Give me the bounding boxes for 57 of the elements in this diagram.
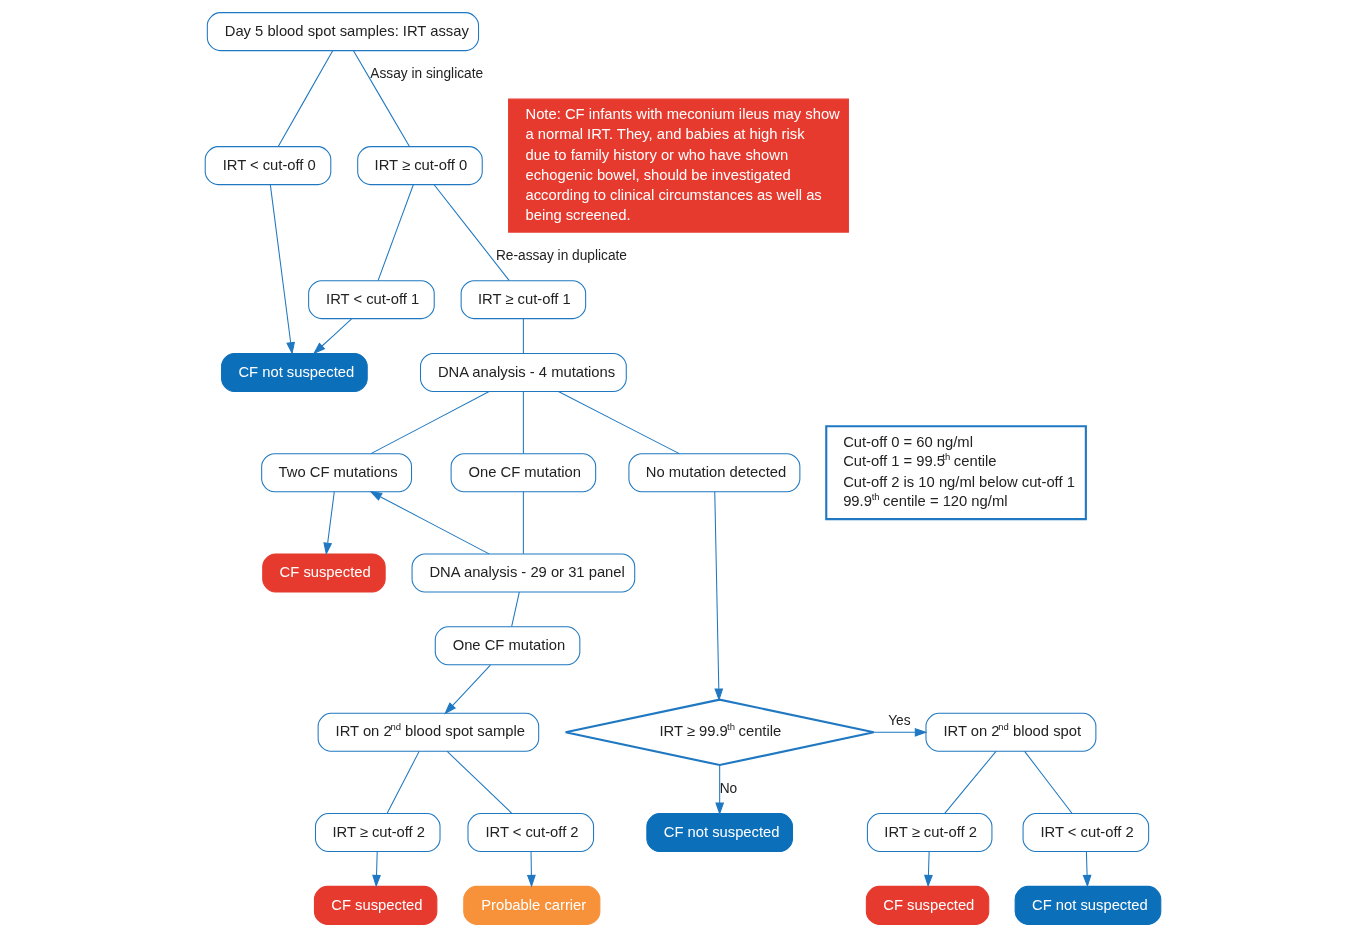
node-diamond: IRT ≥ 99.9$^{th}$ centile	[564, 698, 875, 767]
node-box: CF not suspected	[646, 813, 793, 853]
node-box: Day 5 blood spot samples: IRT assay	[206, 12, 480, 52]
node-box: One CF mutation	[450, 453, 597, 493]
node-box: IRT ≥ cut-off 0	[357, 146, 483, 186]
node-box: One CF mutation	[434, 626, 581, 666]
connector	[352, 50, 410, 147]
node-box: CF not suspected	[1014, 885, 1162, 925]
edge-label: Assay in singlicate	[370, 66, 484, 82]
edge-label: No	[719, 780, 738, 796]
arrow	[313, 318, 353, 355]
arrow	[714, 491, 724, 702]
node-box: Cut-off 0 = 60 ng/ml Cut-off 1 = 99.5$^{th}$ centile Cut-off 2 is 10 ng/ml below cut-off 1 99.9$^{th}$ centile = 120 ng/ml	[825, 425, 1087, 521]
connector	[1024, 750, 1073, 814]
edge-label: Yes	[888, 713, 911, 729]
connector	[522, 391, 524, 454]
connector	[446, 750, 513, 814]
connector	[557, 391, 680, 455]
arrow	[526, 851, 536, 888]
node-box: CF suspected	[865, 885, 990, 925]
arrow	[715, 764, 725, 816]
node-box: No mutation detected	[628, 453, 801, 493]
node-box: IRT < cut-off 2	[467, 813, 595, 853]
connector	[522, 318, 524, 354]
node-box: DNA analysis - 4 mutations	[419, 352, 627, 392]
node-box: Note: CF infants with meconium ileus may show a normal IRT. They, and babies at high risk due to family history or who have shown echogenic bowel, should be investigated according to clinical circumstances as well as being screened.	[508, 98, 849, 233]
arrow	[444, 664, 491, 715]
node-box: IRT on 2$^{nd}$ blood spot	[925, 712, 1097, 752]
connector	[277, 50, 334, 147]
arrow	[323, 491, 335, 556]
connector	[433, 184, 510, 281]
arrow	[1082, 851, 1092, 888]
node-box: IRT < cut-off 1	[308, 280, 435, 320]
arrow	[269, 184, 296, 355]
connector	[944, 750, 997, 814]
node-box: IRT < cut-off 2	[1022, 813, 1150, 853]
connector	[370, 391, 490, 455]
node-box: IRT ≥ cut-off 2	[866, 813, 993, 853]
arrow	[372, 851, 381, 888]
node-box: DNA analysis - 29 or 31 panel	[411, 553, 636, 593]
node-box: Two CF mutations	[261, 453, 413, 493]
node-box: IRT ≥ cut-off 2	[314, 813, 441, 853]
connector	[386, 750, 420, 814]
node-box: IRT ≥ cut-off 1	[460, 280, 587, 320]
node-box: IRT < cut-off 0	[204, 146, 332, 186]
arrow	[369, 491, 490, 555]
node-box: CF suspected	[313, 885, 438, 925]
arrow	[873, 727, 928, 737]
connector	[511, 591, 520, 627]
node-box: Probable carrier	[463, 885, 601, 925]
connector	[377, 184, 414, 281]
edge-label: Re-assay in duplicate	[495, 247, 627, 263]
node-box: IRT on 2$^{nd}$ blood spot sample	[317, 712, 540, 752]
arrow	[924, 851, 933, 888]
node-box: CF suspected	[262, 553, 386, 593]
connector	[522, 491, 524, 555]
node-box: CF not suspected	[221, 352, 368, 392]
